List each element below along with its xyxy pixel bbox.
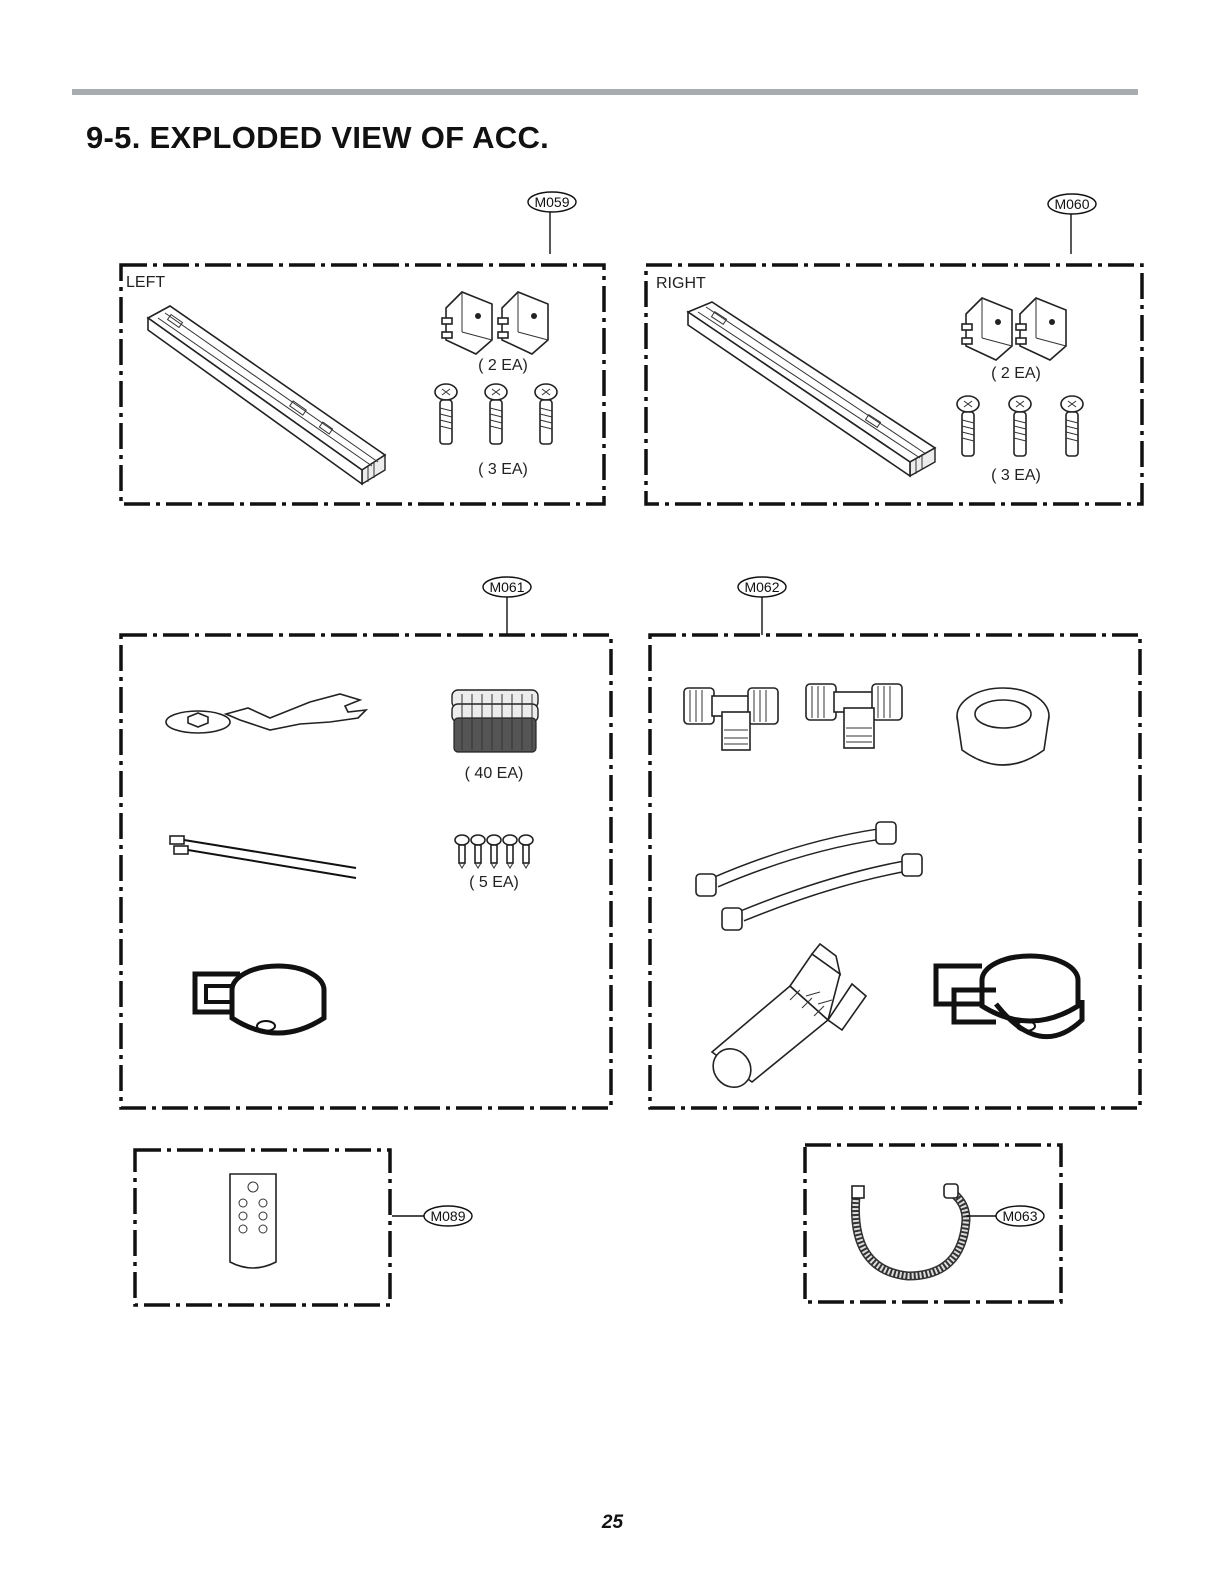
group-m089-frame (133, 1148, 392, 1307)
group-m062: M062 (648, 576, 1142, 1110)
hose-clamp-part (192, 963, 327, 1036)
callout-m061-label: M061 (489, 579, 524, 595)
group-m061-frame (119, 633, 613, 1110)
group-m063: M063 (803, 1143, 1063, 1304)
group-m059-frame (119, 263, 606, 506)
group-m059: M059 LEFT (119, 191, 606, 506)
remote-control-part (229, 1173, 277, 1269)
right-bracket-pair (961, 297, 1067, 361)
connector-hose-part-1 (695, 821, 897, 897)
right-rail-part (686, 301, 937, 478)
group-m059-qty-screws: ( 3 EA) (478, 461, 528, 478)
group-m060-qty-brackets: ( 2 EA) (991, 365, 1041, 382)
callout-m063: M063 (966, 1205, 1045, 1227)
callout-m059: M059 (527, 191, 577, 254)
group-m061-qty-clips: ( 40 EA) (465, 765, 524, 782)
header-rule (72, 89, 1138, 95)
tee-fitting-part-1 (683, 687, 779, 751)
group-m059-label: LEFT (126, 274, 165, 291)
y-adapter-part (710, 942, 868, 1088)
callout-m062: M062 (737, 576, 787, 635)
group-m060: M060 RIGHT (644, 193, 1144, 506)
group-m059-qty-brackets: ( 2 EA) (478, 357, 528, 374)
left-rail-part (146, 305, 387, 486)
callout-m061: M061 (482, 576, 532, 635)
left-screw-set (434, 383, 558, 445)
drain-hose-part (850, 1183, 971, 1281)
clip-bundle-part (451, 689, 539, 753)
group-m060-qty-screws: ( 3 EA) (991, 467, 1041, 484)
right-screw-set (956, 395, 1084, 457)
callout-m060-label: M060 (1054, 196, 1089, 212)
group-m060-label: RIGHT (656, 275, 706, 292)
rubber-ring-part (956, 687, 1050, 766)
callout-m063-label: M063 (1002, 1208, 1037, 1224)
connector-hose-part-2 (721, 853, 923, 931)
group-m063-frame (803, 1143, 1063, 1304)
cable-tie-part (169, 835, 357, 879)
callout-m059-label: M059 (534, 194, 569, 210)
wrench-part (165, 693, 369, 734)
left-bracket-pair (441, 291, 549, 355)
callout-m089-label: M089 (430, 1208, 465, 1224)
group-m060-frame (644, 263, 1144, 506)
double-clamp-part (933, 953, 1085, 1040)
callout-m062-label: M062 (744, 579, 779, 595)
page-title: 9-5. EXPLODED VIEW OF ACC. (86, 120, 550, 155)
callout-m089: M089 (392, 1205, 473, 1227)
group-m061-qty-screws: ( 5 EA) (469, 874, 519, 891)
tee-fitting-part-2 (805, 683, 903, 749)
callout-m060: M060 (1047, 193, 1097, 254)
group-m062-frame (648, 633, 1142, 1110)
group-m089: M089 (133, 1148, 473, 1307)
group-m061: M061 ( 40 EA) (119, 576, 613, 1110)
small-screw-set (454, 834, 534, 869)
page-number: 25 (601, 1512, 624, 1533)
